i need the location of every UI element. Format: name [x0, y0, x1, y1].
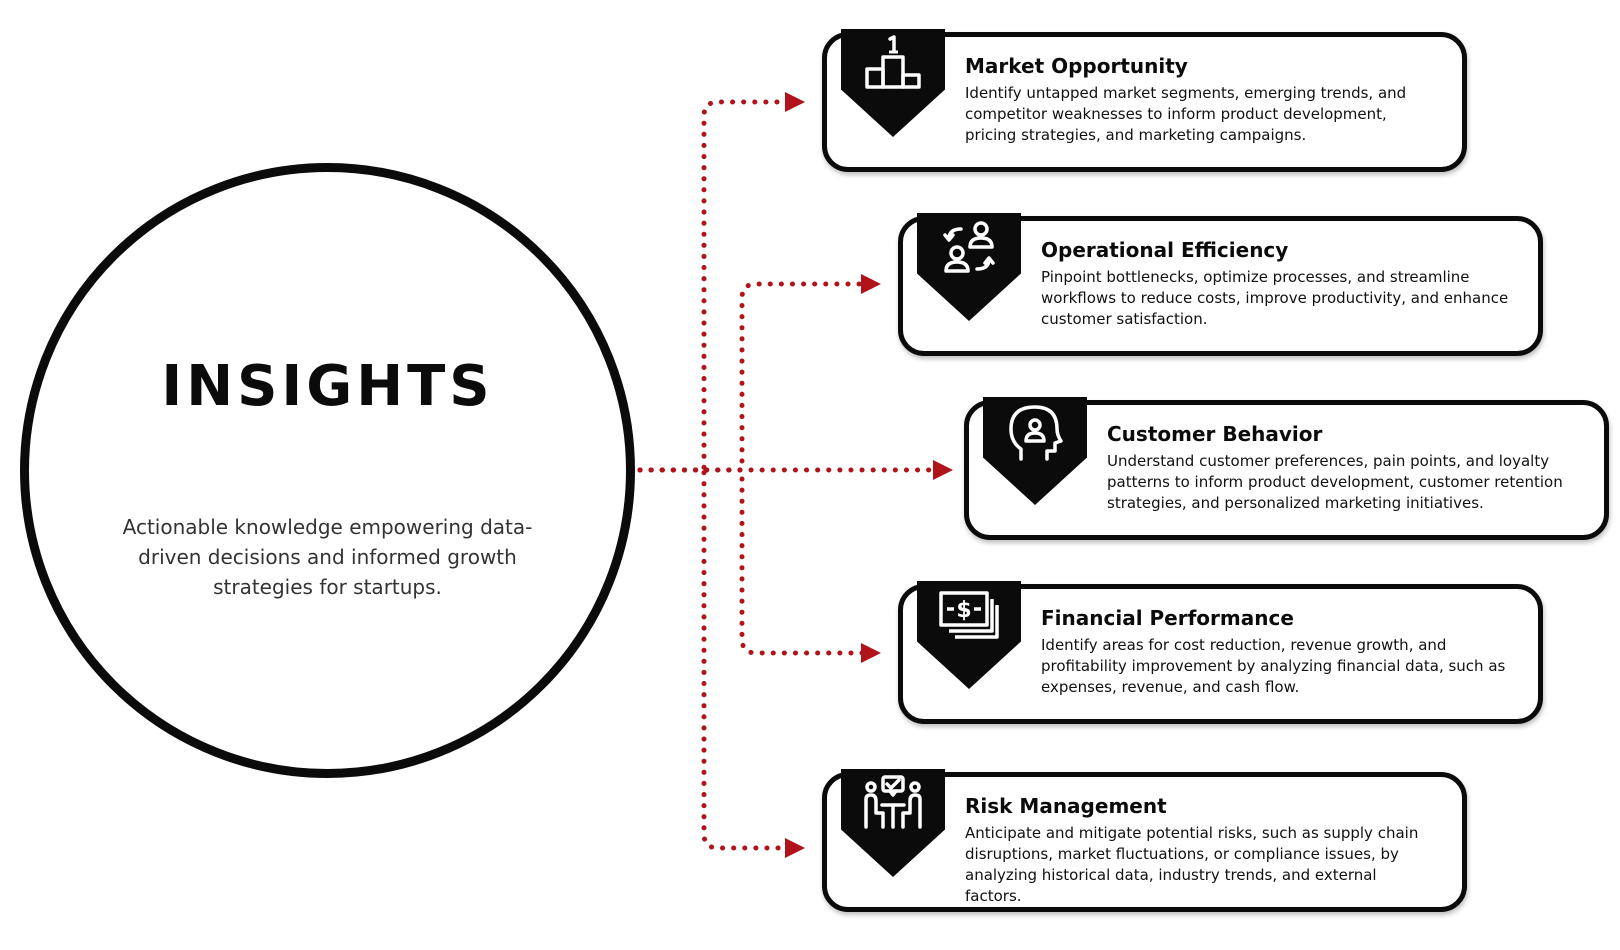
card-customer-behavior: Customer Behavior Understand customer pr… — [964, 397, 1609, 540]
connector-risk-management — [637, 467, 805, 858]
card-description: Pinpoint bottlenecks, optimize processes… — [1041, 268, 1509, 328]
card-risk-management: Risk Management Anticipate and mitigate … — [822, 769, 1467, 912]
card-description: Anticipate and mitigate potential risks,… — [965, 824, 1419, 905]
connector-market-opportunity — [637, 92, 805, 473]
card-title: Financial Performance — [1041, 606, 1294, 630]
card-badge — [841, 29, 945, 137]
svg-text:$: $ — [956, 598, 971, 623]
money-icon: $ — [939, 591, 999, 639]
card-badge — [983, 397, 1087, 505]
card-title: Market Opportunity — [965, 54, 1188, 78]
podium-icon — [865, 35, 921, 89]
card-title: Operational Efficiency — [1041, 238, 1289, 262]
connector-operational-efficiency — [637, 274, 881, 473]
insights-hub-circle: INSIGHTS Actionable knowledge empowering… — [20, 163, 635, 778]
connector-financial-performance — [637, 467, 881, 663]
card-badge: $ — [917, 581, 1021, 689]
card-badge — [841, 769, 945, 877]
people-exchange-icon — [943, 221, 995, 273]
card-title: Risk Management — [965, 794, 1167, 818]
card-description: Identify areas for cost reduction, reven… — [1041, 636, 1506, 696]
card-title: Customer Behavior — [1107, 422, 1323, 446]
card-description: Understand customer preferences, pain po… — [1107, 452, 1563, 512]
team-meeting-icon — [864, 775, 922, 829]
head-profile-icon — [1009, 405, 1063, 461]
card-description: Identify untapped market segments, emerg… — [965, 84, 1407, 144]
card-badge — [917, 213, 1021, 321]
card-financial-performance: $ Financial Performance Identify areas f… — [898, 581, 1543, 724]
hub-title: INSIGHTS — [161, 354, 494, 419]
card-market-opportunity: Market Opportunity Identify untapped mar… — [822, 29, 1467, 172]
card-operational-efficiency: Operational Efficiency Pinpoint bottlene… — [898, 213, 1543, 356]
hub-description: Actionable knowledge empowering data-dri… — [122, 515, 533, 599]
